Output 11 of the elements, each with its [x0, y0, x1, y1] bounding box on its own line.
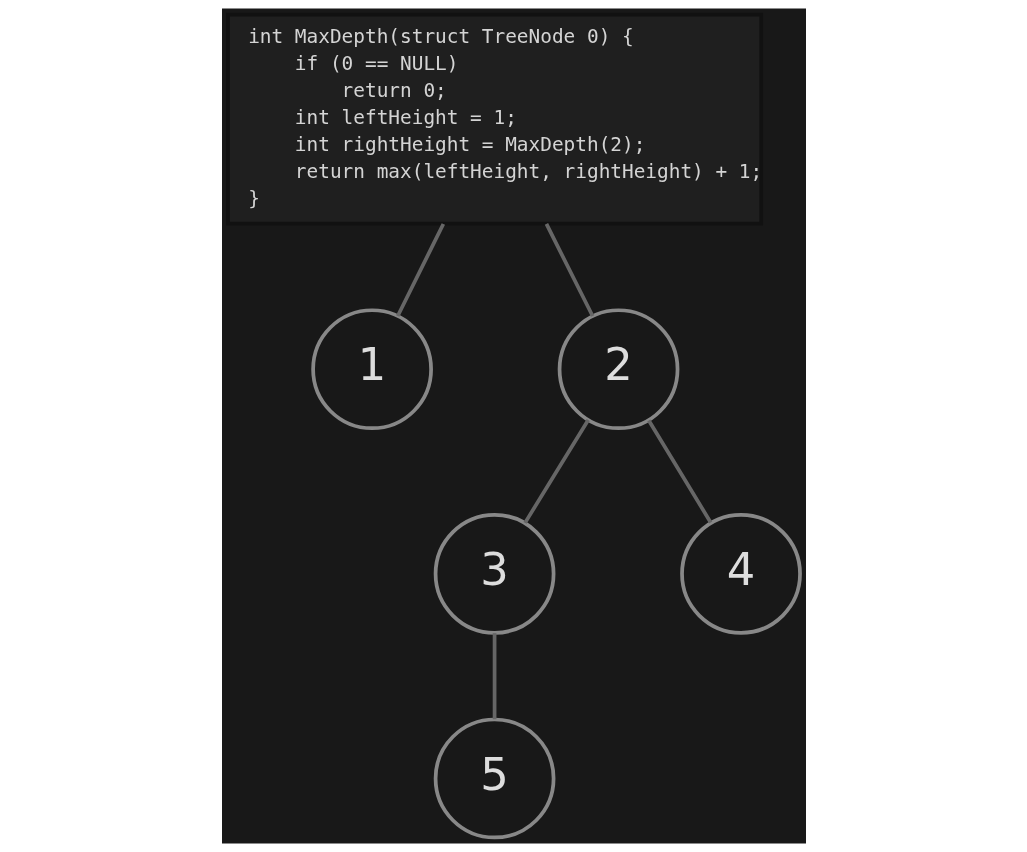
- connector: [492, 633, 496, 720]
- connector: [522, 419, 590, 524]
- node-circle: 5: [433, 717, 555, 840]
- connector: [544, 223, 594, 317]
- connector: [646, 419, 712, 524]
- node-box: int MaxDepth(struct TreeNode 0) { if (0 == NULL) return 0; int leftHeight = 1; int rightHeight = MaxDepth(2); return max(leftHeight, rightHeight) + 1; }: [225, 12, 763, 226]
- node-circle: 4: [679, 513, 802, 635]
- node-circle: 1: [310, 308, 433, 431]
- node-circle: 2: [557, 308, 679, 431]
- connector: [395, 223, 445, 317]
- node-circle: 3: [433, 513, 555, 635]
